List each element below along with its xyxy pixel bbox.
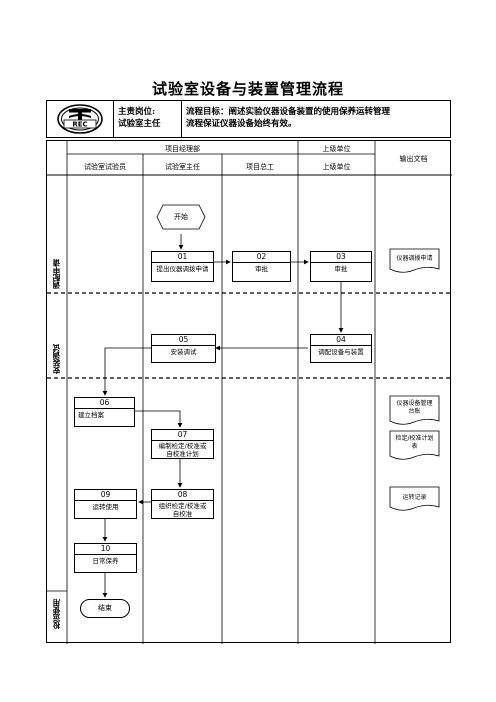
crec-logo-icon: REC <box>57 104 103 134</box>
doc-equipment-ledger: 仪器设备管理 台账 <box>390 400 439 416</box>
col-header-director: 试验室主任 <box>165 163 200 171</box>
step-08-number: 08 <box>152 490 213 501</box>
step-06-label: 建立档案 <box>78 411 104 419</box>
step-07-number: 07 <box>152 430 213 441</box>
goal-line-1: 流程目标：阐述实验仪器设备装置的使用保养运转管理 <box>186 107 391 117</box>
step-05-number: 05 <box>152 335 215 346</box>
logo-text: REC <box>72 121 87 129</box>
responsible-post: 主责岗位: 试验室主任 <box>113 101 182 137</box>
step-05: 05 安装调试 <box>151 334 216 363</box>
step-10-label: 日常保养 <box>92 557 119 565</box>
col-header-output: 输出文档 <box>399 155 428 163</box>
process-goal: 流程目标：阐述实验仪器设备装置的使用保养运转管理 流程保证仪器设备始终有效。 <box>181 101 450 137</box>
step-09-label: 运转使用 <box>92 503 119 511</box>
step-07: 07 编制检定/校准或 自校准计划 <box>151 429 214 459</box>
step-07-label-line-1: 编制检定/校准或 <box>158 442 207 450</box>
post-label: 主责岗位: <box>118 107 156 117</box>
step-08-label-line-1: 组织检定/校准或 <box>158 502 207 510</box>
header-table: REC 主责岗位: 试验室主任 流程目标：阐述实验仪器设备装置的使用保养运转管理… <box>46 100 451 138</box>
doc-equipment-ledger-line-1: 仪器设备管理 <box>396 400 433 407</box>
doc-calibration-plan-line-2: 表 <box>411 443 418 450</box>
col-header-tester: 试验室试验员 <box>84 163 126 171</box>
step-03: 03 审批 <box>310 251 372 282</box>
step-01-label: 提出仪器调拨申请 <box>156 265 209 273</box>
step-04-number: 04 <box>311 335 371 346</box>
step-07-label-line-2: 自校准计划 <box>166 450 199 458</box>
step-08-label-line-2: 自校准 <box>172 510 193 518</box>
doc-calibration-plan: 检定/校准计划 表 <box>390 435 439 451</box>
goal-line-2: 流程保证仪器设备始终有效。 <box>186 119 297 129</box>
start-node: 开始 <box>174 213 188 221</box>
doc-transfer-request: 仪器调拨申请 <box>396 255 433 262</box>
step-02: 02 审批 <box>232 251 291 282</box>
step-01: 01 提出仪器调拨申请 <box>151 251 214 282</box>
step-04: 04 调配设备与装置 <box>310 334 372 363</box>
col-header-upper: 上级单位 <box>322 163 351 171</box>
end-node: 结束 <box>80 599 130 618</box>
step-02-label: 审批 <box>255 265 268 273</box>
group-header-upper: 上级单位 <box>322 145 351 153</box>
doc-equipment-ledger-line-2: 台账 <box>408 408 421 415</box>
company-logo: REC <box>47 101 114 137</box>
step-06-number: 06 <box>75 398 134 409</box>
step-03-number: 03 <box>311 252 371 263</box>
swimlane-matrix: 项目经理部 上级单位 试验室试验员 试验室主任 项目总工 上级单位 输出文档 调… <box>46 140 452 644</box>
post-value: 试验室主任 <box>118 119 161 129</box>
step-10-number: 10 <box>75 544 136 555</box>
phase-label-apply: 调配申请 <box>52 259 61 289</box>
step-10: 10 日常保养 <box>74 543 137 573</box>
page-title: 试验室设备与装置管理流程 <box>151 80 344 98</box>
step-08: 08 组织检定/校准或 自校准 <box>151 489 214 519</box>
step-04-label: 调配设备与装置 <box>318 348 364 356</box>
doc-calibration-plan-line-1: 检定/校准计划 <box>395 435 434 442</box>
group-header-project: 项目经理部 <box>165 145 200 153</box>
step-06: 06 建立档案 <box>74 397 135 427</box>
step-03-label: 审批 <box>334 265 348 273</box>
step-01-number: 01 <box>152 252 213 263</box>
flow-lines <box>47 141 452 644</box>
doc-operation-record: 运转记录 <box>402 494 427 501</box>
step-09-number: 09 <box>75 490 136 501</box>
step-09: 09 运转使用 <box>74 489 137 519</box>
phase-label-install: 安装调试 <box>52 344 61 374</box>
step-05-label: 安装调试 <box>170 348 197 356</box>
phase-label-operate: 投运使用 <box>52 599 61 629</box>
col-header-chief: 项目总工 <box>246 163 274 171</box>
step-02-number: 02 <box>233 252 290 263</box>
